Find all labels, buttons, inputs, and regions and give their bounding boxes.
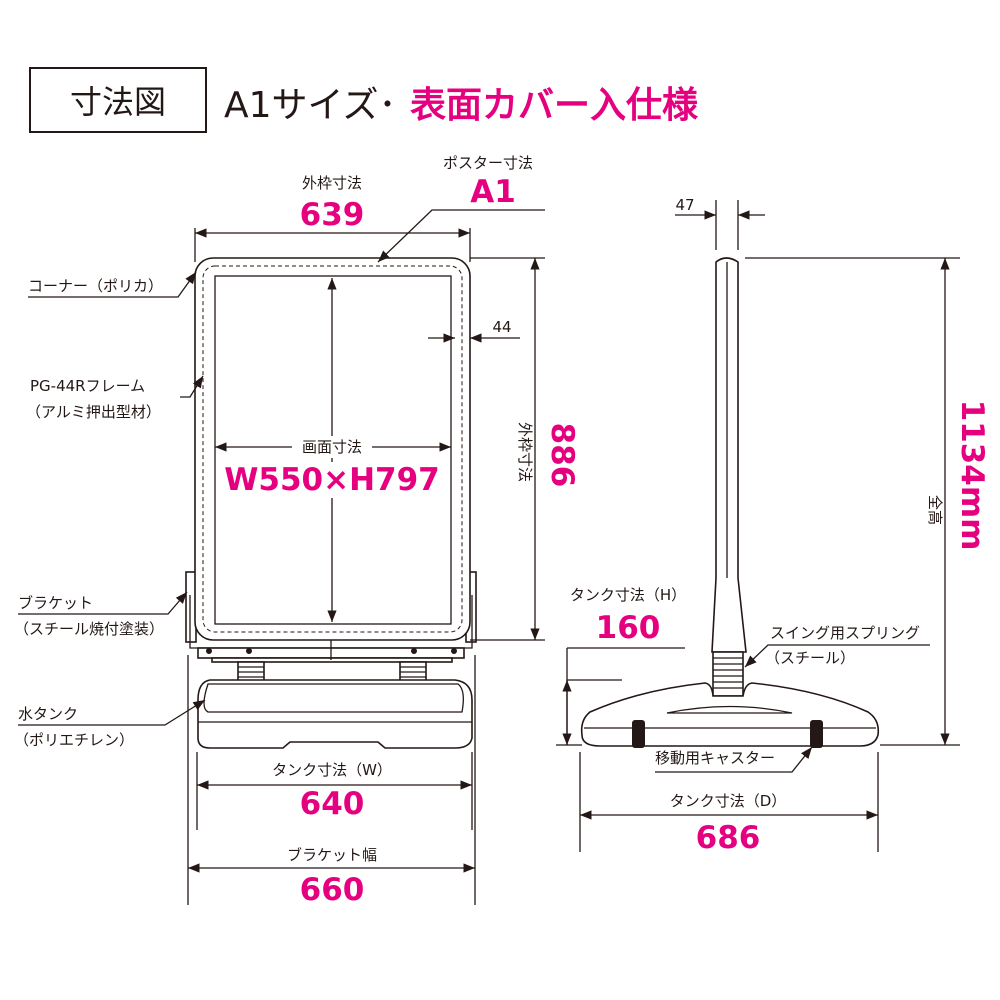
- screen-value: W550×H797: [224, 462, 440, 498]
- spring-icon: [237, 661, 427, 683]
- title-size: A1サイズ･: [224, 85, 396, 126]
- bracket-w-value: 660: [300, 872, 365, 908]
- tank-h-label: タンク寸法（H）: [570, 586, 686, 604]
- frame-label-2: （アルミ押出型材）: [26, 403, 161, 421]
- total-height-label: 全高: [926, 495, 944, 525]
- water-tank: [197, 679, 473, 749]
- tank-d-value: 686: [696, 820, 761, 856]
- caster-icon: [810, 720, 823, 748]
- tank-w-value: 640: [300, 786, 365, 822]
- outer-width-label: 外枠寸法: [302, 174, 362, 192]
- outer-height-value: 886: [544, 423, 580, 488]
- tank-label-1: 水タンク: [18, 705, 78, 723]
- caster-icon: [632, 720, 645, 748]
- spring-label-2: （スチール）: [765, 649, 855, 667]
- tank-w-label: タンク寸法（W）: [272, 761, 392, 779]
- title-spec: 表面カバー入仕様: [410, 85, 699, 126]
- caster-label: 移動用キャスター: [655, 749, 775, 767]
- side-tank: [580, 682, 880, 747]
- depth-value: 47: [675, 196, 694, 214]
- poster-value: A1: [470, 174, 516, 210]
- side-view: [580, 257, 880, 748]
- tank-d-label: タンク寸法（D）: [670, 792, 787, 810]
- frame-width-value: 44: [492, 318, 511, 336]
- spring-label-1: スイング用スプリング: [770, 624, 920, 642]
- frame-label-1: PG-44Rフレーム: [30, 377, 145, 395]
- bracket-label-1: ブラケット: [18, 594, 93, 612]
- tank-label-2: （ポリエチレン）: [14, 731, 134, 749]
- bracket-label-2: （スチール焼付塗装）: [14, 620, 164, 638]
- corner-label: コーナー（ポリカ）: [28, 277, 163, 295]
- title-box: [29, 67, 207, 133]
- bracket-w-label: ブラケット幅: [287, 846, 377, 864]
- tank-h-value: 160: [596, 610, 661, 646]
- outer-width-value: 639: [300, 197, 365, 233]
- poster-label: ポスター寸法: [443, 154, 533, 172]
- front-view: [185, 257, 477, 749]
- screen-label: 画面寸法: [302, 438, 362, 456]
- outer-height-label: 外枠寸法: [516, 422, 534, 482]
- title-box-label: 寸法図: [70, 83, 166, 121]
- total-height-value: 1134mm: [954, 400, 990, 551]
